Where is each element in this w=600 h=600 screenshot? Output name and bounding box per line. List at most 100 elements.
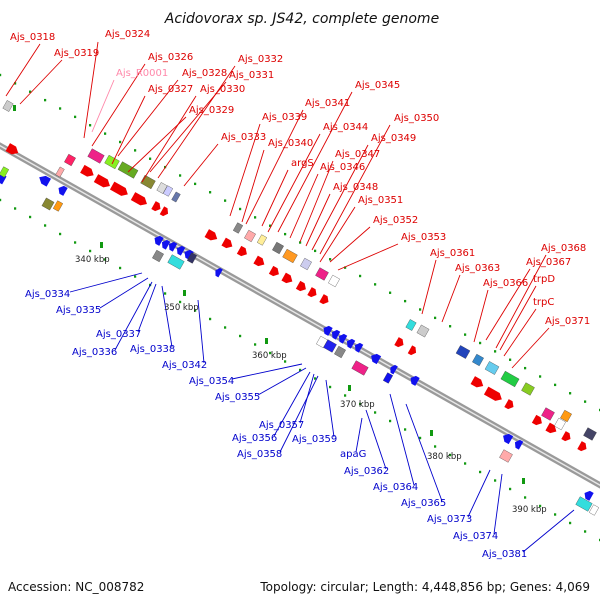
scale-label: 380 kbp bbox=[427, 452, 462, 462]
leader-line bbox=[5, 43, 41, 97]
outer-tick-dot bbox=[209, 191, 212, 194]
outer-tick-dot bbox=[134, 149, 137, 152]
outer-tick-dot bbox=[374, 283, 377, 286]
inner-tick-dot bbox=[209, 317, 212, 321]
outer-tick-dot bbox=[479, 341, 482, 345]
leader-line bbox=[305, 193, 331, 247]
plus-gene-arrow bbox=[236, 245, 247, 257]
minus-gene-label: Ajs_0373 bbox=[427, 514, 472, 525]
inner-tick-dot bbox=[524, 496, 527, 499]
inner-tick-dot bbox=[224, 326, 227, 329]
outer-tick-dot bbox=[89, 124, 92, 127]
minus-gene-label: Ajs_0381 bbox=[482, 549, 527, 560]
minus-gene-label: Ajs_0357 bbox=[259, 420, 304, 431]
plus-gene-label: Ajs_0341 bbox=[305, 98, 350, 109]
outer-tick-dot bbox=[314, 249, 317, 253]
plus-gene-arrow bbox=[531, 414, 542, 426]
outer-tick-dot bbox=[284, 232, 287, 236]
minus-gene-label: Ajs_0334 bbox=[25, 289, 70, 300]
inner-tick-dot bbox=[404, 428, 407, 431]
plus-gene-box bbox=[162, 185, 174, 197]
minus-gene-box bbox=[186, 252, 198, 264]
inner-tick-dot bbox=[359, 402, 362, 406]
minus-gene-arrow bbox=[514, 439, 524, 450]
plus-gene-label: Ajs_0329 bbox=[189, 105, 234, 116]
plus-gene-arrow bbox=[5, 143, 19, 155]
plus-gene-label: Ajs_0353 bbox=[401, 232, 446, 243]
outer-tick-dot bbox=[509, 358, 512, 361]
major-tick bbox=[13, 105, 16, 111]
minus-gene-label: Ajs_0338 bbox=[130, 344, 175, 355]
plus-gene-label: Ajs_0333 bbox=[221, 132, 266, 143]
inner-tick-dot bbox=[0, 198, 2, 202]
plus-gene-label: Ajs_0367 bbox=[526, 257, 571, 268]
minus-gene-label: Ajs_0356 bbox=[232, 433, 277, 444]
leader-line bbox=[111, 95, 146, 165]
leader-line bbox=[137, 283, 157, 333]
plus-gene-box bbox=[256, 234, 268, 246]
leader-line bbox=[522, 509, 575, 553]
minus-gene-box bbox=[382, 372, 394, 384]
inner-tick-dot bbox=[254, 343, 257, 346]
minus-gene-label: apaG bbox=[340, 449, 366, 460]
outer-tick-dot bbox=[569, 392, 572, 395]
leader-line bbox=[229, 123, 261, 217]
leader-line bbox=[19, 59, 63, 105]
inner-tick-dot bbox=[389, 419, 392, 423]
minus-gene-label: Ajs_0342 bbox=[162, 360, 207, 371]
inner-tick-dot bbox=[239, 334, 242, 338]
major-tick bbox=[522, 478, 525, 484]
major-tick bbox=[100, 242, 103, 248]
leader-line bbox=[299, 160, 334, 243]
leader-line bbox=[69, 272, 143, 293]
plus-gene-arrow bbox=[151, 201, 161, 212]
minus-gene-arrow bbox=[354, 342, 364, 353]
plus-gene-box bbox=[315, 267, 329, 281]
plus-gene-box bbox=[244, 229, 256, 243]
minus-gene-arrow bbox=[176, 245, 186, 256]
minus-gene-box bbox=[588, 504, 600, 516]
plus-gene-box bbox=[171, 191, 181, 203]
plus-gene-arrow bbox=[483, 386, 502, 401]
minus-gene-arrow bbox=[323, 325, 333, 336]
outer-tick-dot bbox=[524, 366, 527, 370]
leader-line bbox=[114, 281, 153, 351]
scale-label: 340 kbp bbox=[75, 255, 110, 265]
outer-tick-dot bbox=[434, 316, 437, 320]
minus-gene-label: Ajs_0355 bbox=[215, 392, 260, 403]
minus-gene-arrow bbox=[154, 235, 164, 246]
outer-tick-dot bbox=[104, 132, 107, 135]
plus-gene-label: Ajs_0347 bbox=[335, 149, 380, 160]
plus-gene-label: trpC bbox=[533, 297, 554, 308]
plus-gene-arrow bbox=[159, 206, 169, 217]
plus-gene-label: Ajs_0344 bbox=[323, 122, 368, 133]
minus-gene-label: Ajs_0358 bbox=[237, 449, 282, 460]
outer-tick-dot bbox=[239, 207, 242, 211]
outer-tick-dot bbox=[539, 375, 542, 378]
minus-gene-arrow bbox=[215, 267, 223, 278]
plus-gene-label: trpD bbox=[533, 274, 555, 285]
inner-tick-dot bbox=[59, 232, 62, 236]
inner-tick-dot bbox=[29, 215, 32, 219]
minus-gene-box bbox=[52, 200, 64, 212]
outer-tick-dot bbox=[59, 107, 62, 110]
plus-gene-label: Ajs_0326 bbox=[148, 52, 193, 63]
plus-gene-label: Ajs_0324 bbox=[105, 29, 150, 40]
inner-tick-dot bbox=[344, 394, 347, 397]
inner-tick-dot bbox=[509, 487, 512, 491]
minus-gene-arrow bbox=[503, 433, 514, 445]
minus-gene-arrow bbox=[390, 364, 398, 375]
outer-tick-dot bbox=[584, 400, 587, 403]
plus-gene-label: Ajs_0319 bbox=[54, 48, 99, 59]
inner-tick-dot bbox=[44, 224, 47, 227]
leader-line bbox=[99, 277, 149, 309]
leader-line bbox=[311, 144, 369, 251]
leader-line bbox=[467, 469, 491, 518]
minus-gene-label: Ajs_0362 bbox=[344, 466, 389, 477]
scale-label: 370 kbp bbox=[340, 400, 375, 410]
outer-tick-dot bbox=[419, 308, 422, 311]
scale-label: 350 kbp bbox=[164, 303, 199, 313]
minus-gene-arrow bbox=[338, 333, 348, 344]
plus-gene-box bbox=[104, 154, 120, 170]
